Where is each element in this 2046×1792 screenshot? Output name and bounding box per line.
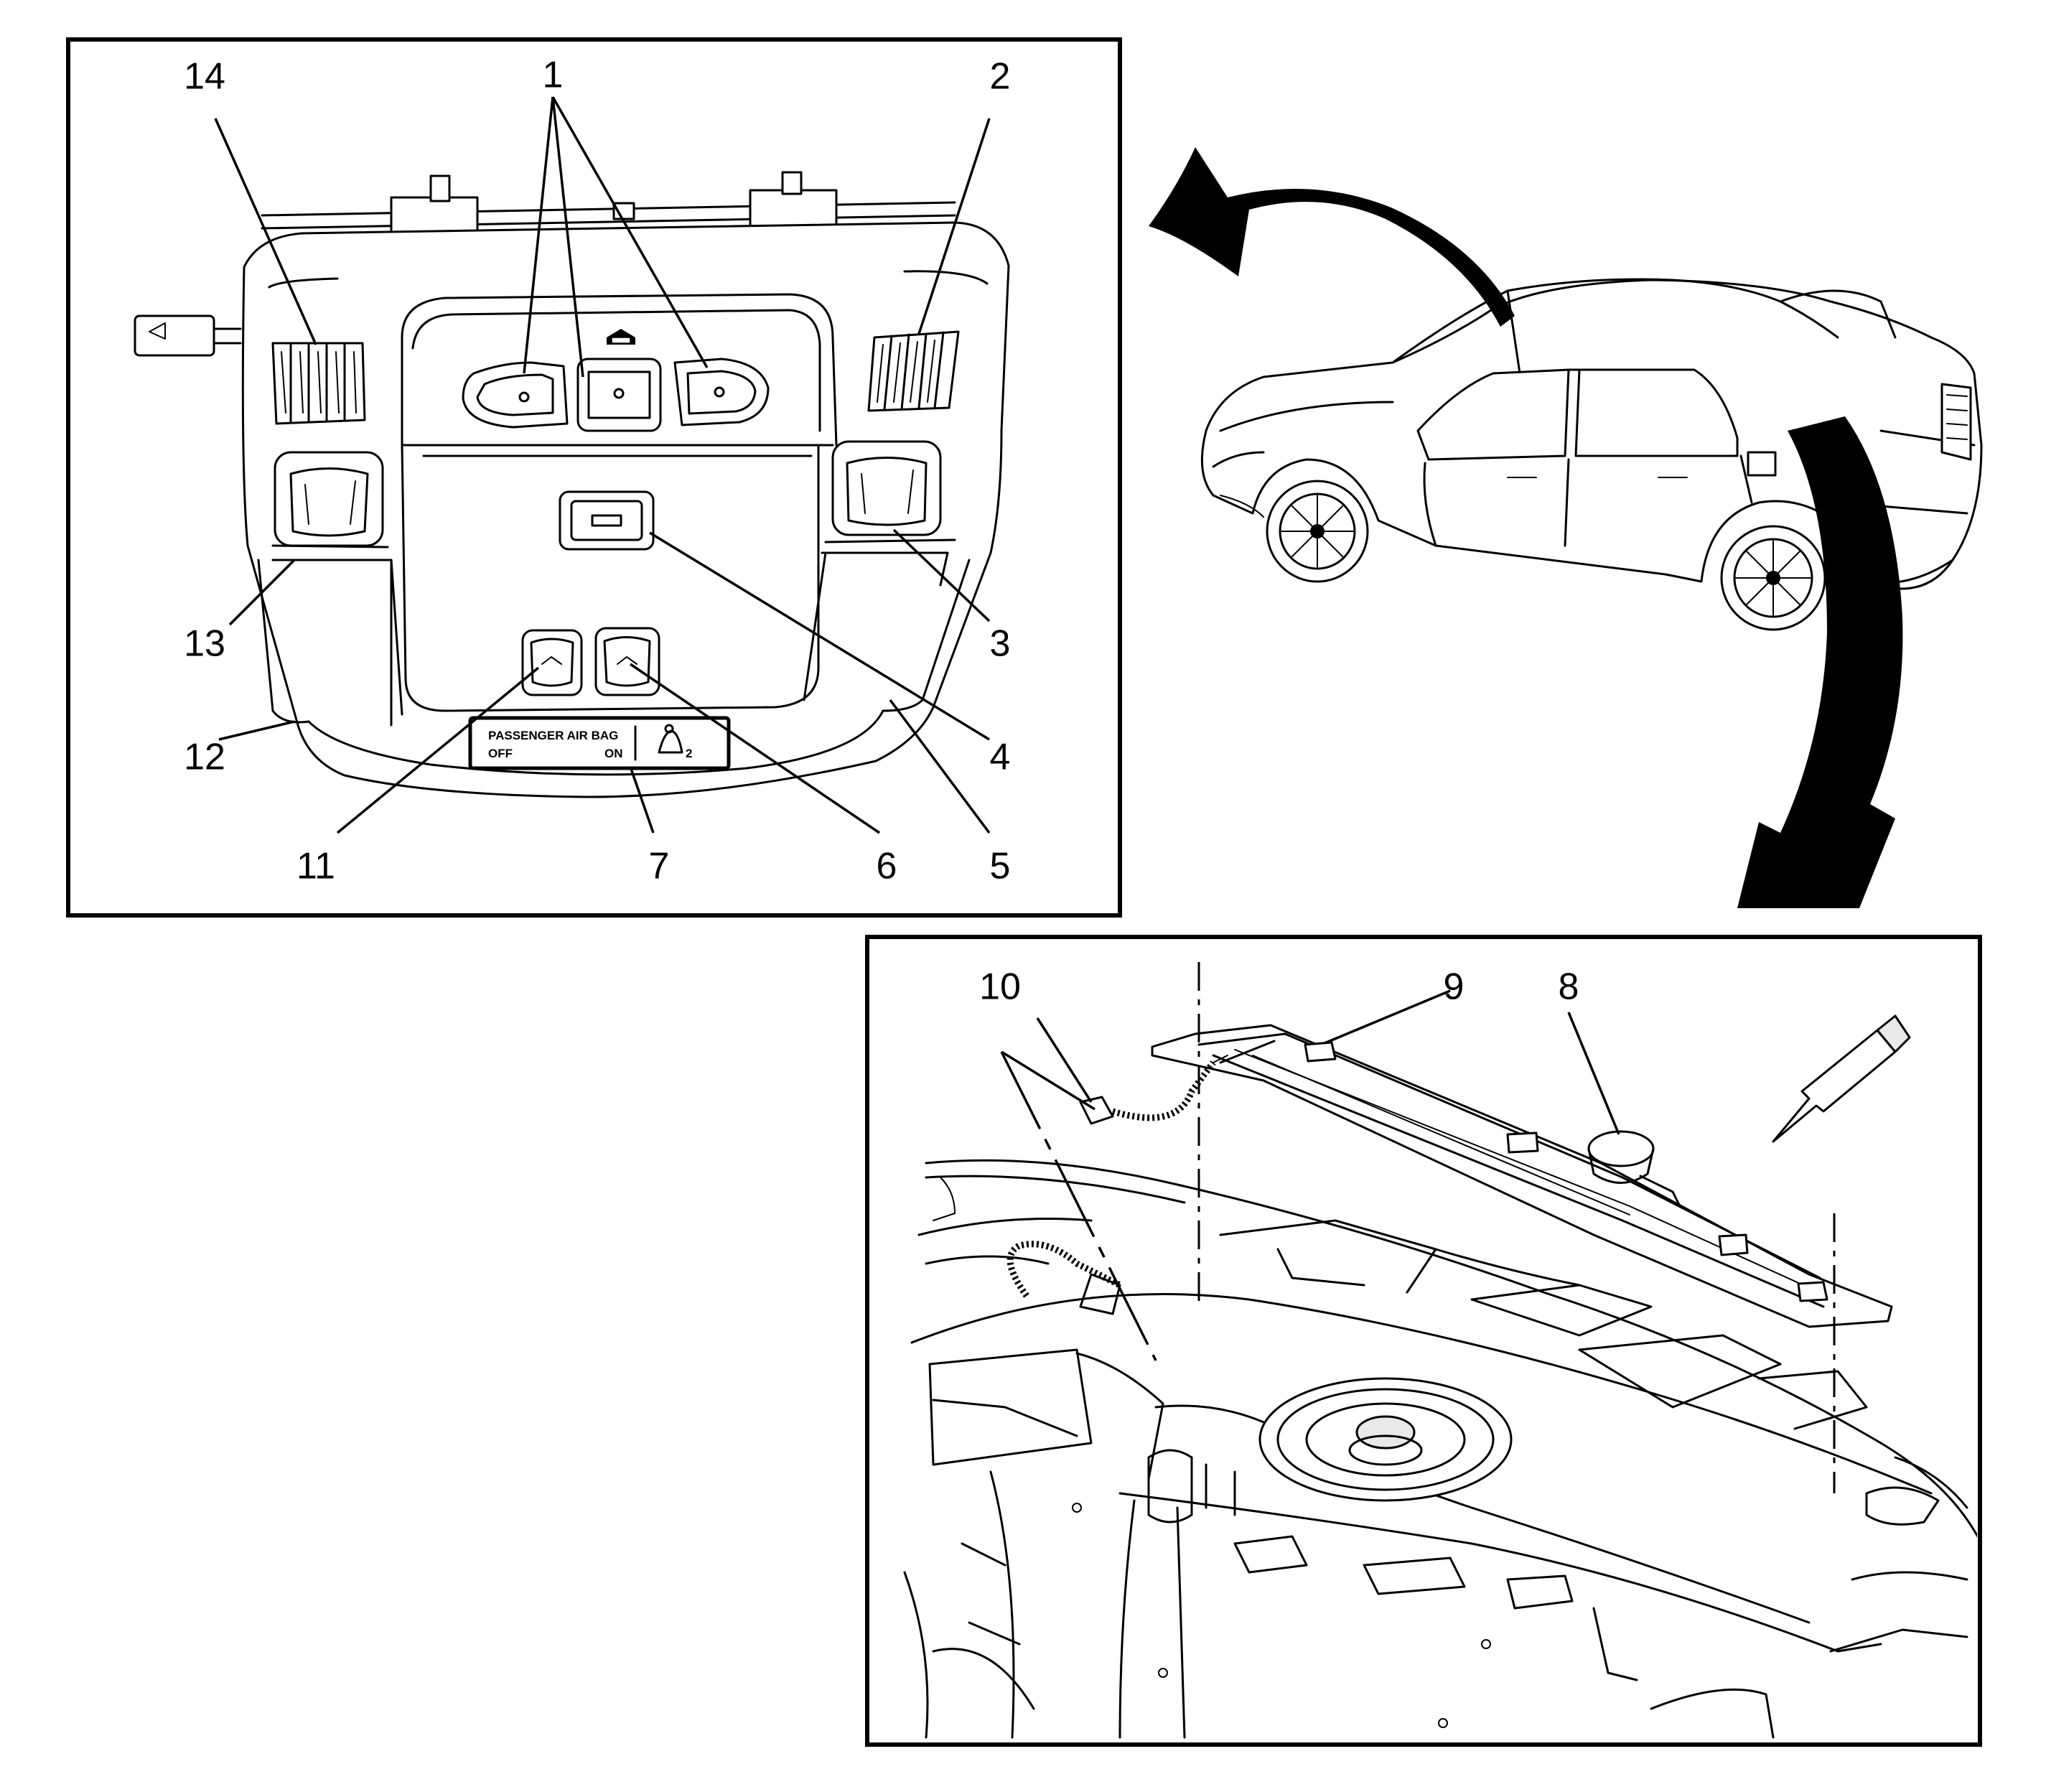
lower-switch-left bbox=[521, 629, 583, 696]
body-wire-harness bbox=[1006, 1241, 1122, 1315]
callout-3: 3 bbox=[990, 623, 1011, 665]
callout-4: 4 bbox=[990, 737, 1011, 778]
sunroof-switch-right bbox=[673, 358, 770, 426]
arrow-to-console bbox=[1149, 147, 1515, 327]
right-reading-lamp bbox=[831, 440, 942, 536]
airbag-indicator-seat-index: 2 bbox=[686, 747, 692, 760]
callout-13: 13 bbox=[184, 623, 225, 665]
rear-window-trim-panel bbox=[1151, 1024, 1893, 1328]
callout-5: 5 bbox=[990, 846, 1011, 887]
center-switch bbox=[559, 490, 655, 551]
seat-occupant-icon bbox=[658, 724, 683, 754]
vehicle-orientation-view bbox=[1200, 278, 1983, 631]
sunroof-switch-left bbox=[462, 361, 569, 429]
left-vent bbox=[271, 342, 366, 425]
passenger-airbag-indicator: PASSENGER AIR BAG OFF ON 2 bbox=[468, 716, 731, 770]
callout-9: 9 bbox=[1444, 966, 1465, 1008]
sunroof-switch-center bbox=[576, 358, 662, 432]
console-mounting-rail bbox=[261, 171, 956, 235]
arrow-to-rear-shelf bbox=[1737, 416, 1903, 908]
overhead-console-panel: PASSENGER AIR BAG OFF ON 2 1 2 bbox=[66, 37, 1122, 918]
alignment-centerlines bbox=[1197, 962, 1836, 1493]
callout-12: 12 bbox=[184, 737, 225, 778]
subwoofer-speaker bbox=[1258, 1377, 1513, 1502]
callout-1: 1 bbox=[543, 55, 564, 96]
airbag-indicator-on: ON bbox=[604, 747, 623, 760]
view-direction-arrow bbox=[1772, 1014, 1911, 1143]
sunroof-icon bbox=[607, 329, 635, 345]
lower-switch-right bbox=[594, 627, 660, 696]
callout-6: 6 bbox=[877, 846, 897, 887]
airbag-indicator-off: OFF bbox=[488, 747, 513, 760]
shelf-leader-lines bbox=[1000, 989, 1620, 1361]
callout-14: 14 bbox=[184, 56, 225, 98]
console-callouts: 1 2 3 4 5 6 7 11 12 13 14 bbox=[184, 55, 1010, 887]
callout-2: 2 bbox=[990, 56, 1011, 98]
shelf-callouts: 8 9 10 bbox=[979, 966, 1579, 1008]
console-wiring-connector bbox=[134, 314, 242, 357]
brake-lamp-connector bbox=[1079, 1055, 1228, 1125]
airbag-indicator-title: PASSENGER AIR BAG bbox=[488, 729, 618, 742]
callout-10: 10 bbox=[979, 966, 1021, 1008]
console-leader-lines bbox=[214, 96, 991, 834]
rear-wheel bbox=[1720, 525, 1826, 631]
rear-shelf-panel: 8 9 10 bbox=[865, 935, 1982, 1747]
left-reading-lamp bbox=[274, 451, 384, 547]
callout-7: 7 bbox=[649, 846, 670, 887]
right-vent bbox=[867, 330, 960, 412]
callout-11: 11 bbox=[296, 846, 335, 887]
callout-8: 8 bbox=[1559, 966, 1579, 1008]
front-wheel bbox=[1266, 480, 1369, 583]
